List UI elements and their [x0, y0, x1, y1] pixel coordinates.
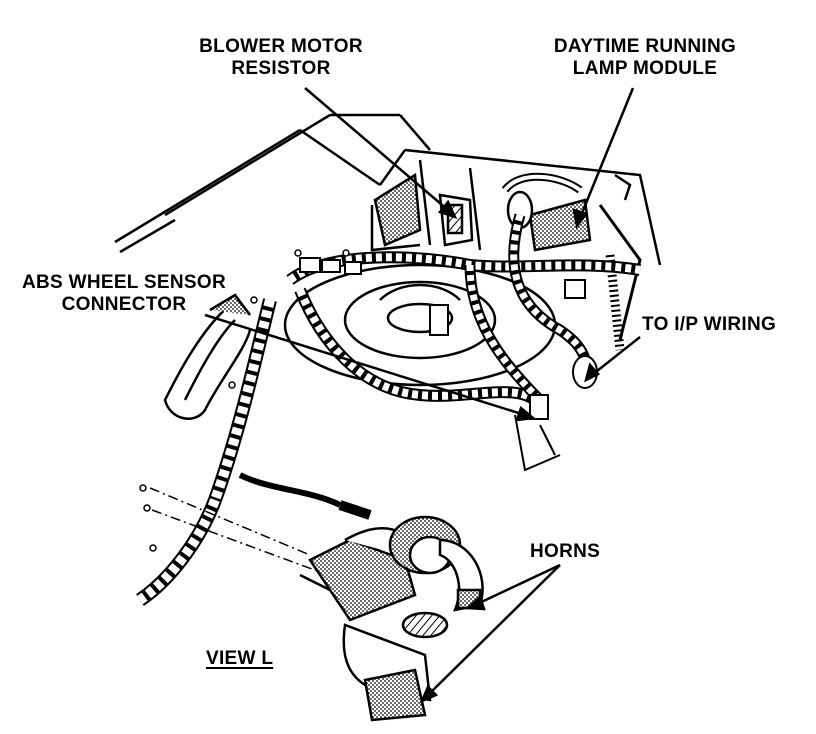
- leader-ip-wiring: [591, 336, 641, 376]
- label-to-ip-wiring: TO I/P WIRING: [642, 314, 777, 335]
- label-daytime-running-lamp-module: DAYTIME RUNNING LAMP MODULE: [530, 36, 760, 80]
- fender-panel: [114, 113, 431, 254]
- leader-blower-motor-resistor: [304, 87, 449, 211]
- leader-lines: [204, 87, 641, 704]
- horn-assembly: [299, 515, 484, 722]
- label-line: BLOWER MOTOR: [199, 36, 363, 57]
- label-line: LAMP MODULE: [572, 58, 718, 79]
- label-line: RESISTOR: [231, 58, 331, 79]
- install-lines: [149, 487, 321, 573]
- leader-abs-connector: [204, 313, 526, 417]
- firewall: [378, 148, 662, 266]
- leader-horns-upper: [474, 563, 561, 607]
- mounting-screws: [139, 249, 350, 552]
- leader-drl-module: [578, 87, 635, 219]
- label-blower-motor-resistor: BLOWER MOTOR RESISTOR: [186, 36, 376, 80]
- label-line: DAYTIME RUNNING: [553, 36, 737, 57]
- leader-horns-lower: [427, 564, 561, 696]
- label-horns: HORNS: [530, 541, 601, 562]
- label-line: CONNECTOR: [61, 294, 187, 315]
- harness-connectors: [299, 257, 598, 472]
- label-abs-wheel-sensor-connector: ABS WHEEL SENSOR CONNECTOR: [4, 272, 244, 316]
- label-line: ABS WHEEL SENSOR: [22, 272, 226, 293]
- radiator-hose: [163, 293, 252, 420]
- label-view: VIEW L: [206, 648, 274, 669]
